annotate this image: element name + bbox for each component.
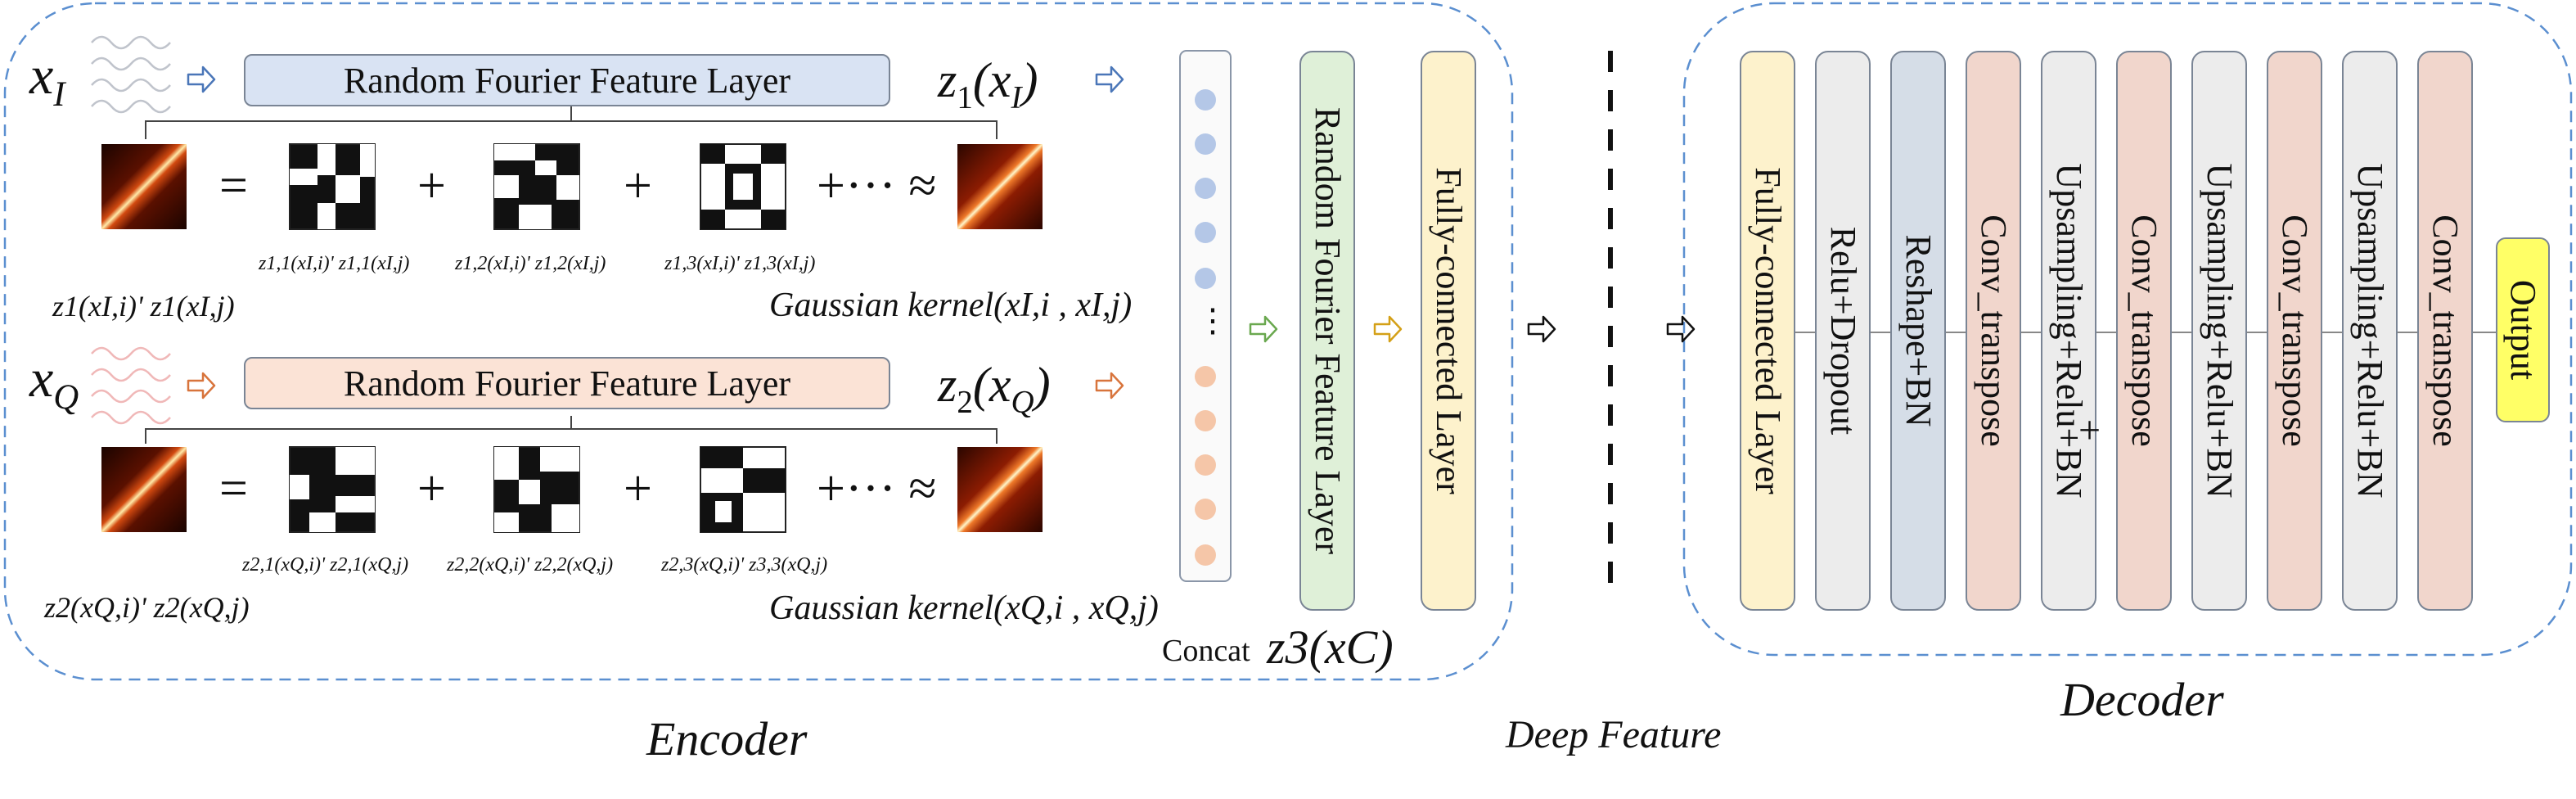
ellipsis-approx: +··· ≈ (817, 158, 937, 214)
concat-output: z3(xC) (1267, 621, 1394, 674)
arrow-icon (187, 372, 1124, 400)
term-caption: z2,3(xQ,i)' z3,3(xQ,j) (661, 554, 828, 576)
decoder-container (1682, 2, 2573, 657)
concat-dots-blue (1195, 89, 1216, 289)
kernel-left-top: z1(xI,i)' z1(xI,j) (52, 290, 235, 323)
binary-matrix (700, 446, 786, 533)
binary-matrix (289, 143, 376, 230)
wave-icon-top (91, 35, 171, 114)
rff-layer-top: Random Fourier Feature Layer (244, 54, 890, 106)
term-caption: z1,3(xI,i)' z1,3(xI,j) (664, 253, 816, 274)
decoder-layer-label: Reshape+BN (1898, 234, 1939, 427)
decoder-layer-label: Conv_transpose (2425, 214, 2466, 447)
arrow-icon (1249, 315, 1278, 343)
arrow-icon (1666, 315, 1696, 343)
equals-sign: = (219, 158, 248, 214)
plus-sign: + (624, 461, 652, 517)
binary-matrix (289, 446, 376, 533)
input-xi: xI (29, 46, 65, 114)
term-caption: z1,1(xI,i)' z1,1(xI,j) (259, 253, 410, 274)
decoder-title: Decoder (2060, 673, 2224, 726)
binary-matrix (493, 446, 580, 533)
decoder-layer-1: Fully-connected Layer (1740, 51, 1795, 611)
rff-layer-bottom-label: Random Fourier Feature Layer (343, 363, 791, 404)
output-z2: z2(xQ) (938, 358, 1051, 420)
decoder-layer-4: Conv_transpose (1966, 51, 2021, 611)
concat-dots: ⋮ (1196, 302, 1229, 339)
ellipsis-approx: +··· ≈ (817, 461, 937, 517)
arrow-icon (1373, 315, 1403, 343)
decoder-layer-label: Upsampling+Relu+BN (2350, 163, 2390, 499)
binary-matrix (493, 143, 580, 230)
arrow-icon (187, 65, 1124, 93)
deep-feature-label: Deep Feature (1506, 713, 1722, 756)
decoder-layer-label: Upsampling+Relu+BN (2200, 163, 2240, 499)
decoder-layer-9: Upsampling+Relu+BN (2342, 51, 2398, 611)
decoder-layer-label: Conv_transpose (2275, 214, 2315, 447)
rff-layer-top-label: Random Fourier Feature Layer (343, 60, 791, 101)
decoder-layer-2: Relu+Dropout (1815, 51, 1871, 611)
concat-label: Concat (1162, 634, 1250, 668)
kernel-left-bottom: z2(xQ,i)' z2(xQ,j) (44, 591, 250, 624)
plus-sign: + (417, 461, 446, 517)
decoder-layer-label: Conv_transpose (1974, 214, 2014, 447)
arrow-icon (1527, 315, 1556, 343)
term-caption: z2,2(xQ,i)' z2,2(xQ,j) (447, 554, 614, 576)
encoder-container (3, 2, 1514, 681)
plus-sign: + (624, 158, 652, 214)
encoder-title: Encoder (646, 712, 808, 765)
fc-layer-encoder: Fully-connected Layer (1421, 51, 1476, 611)
kernel-heatmap (101, 447, 187, 532)
decoder-layer-label: Relu+Dropout (1823, 226, 1863, 436)
decoder-layer-7: Upsampling+Relu+BN (2191, 51, 2247, 611)
decoder-layer-8: Conv_transpose (2267, 51, 2322, 611)
term-caption: z2,1(xQ,i)' z2,1(xQ,j) (242, 554, 409, 576)
kernel-heatmap (957, 447, 1043, 532)
kernel-right-bottom: Gaussian kernel(xQ,i , xQ,j) (769, 589, 1159, 627)
equals-sign: = (219, 461, 248, 517)
bracket-bottom (145, 416, 998, 444)
input-xq: xQ (29, 349, 79, 417)
kernel-right-top: Gaussian kernel(xI,i , xI,j) (769, 287, 1133, 324)
kernel-heatmap (957, 144, 1043, 229)
wave-icon-bottom (91, 346, 171, 425)
rff-layer-vertical: Random Fourier Feature Layer (1299, 51, 1355, 611)
decoder-layer-10: Conv_transpose (2417, 51, 2473, 611)
decoder-layer-3: Reshape+BN (1890, 51, 1946, 611)
stray-plus: + (2078, 409, 2101, 452)
decoder-layer-5: Upsampling+Relu+BN (2041, 51, 2096, 611)
decoder-layer-label: Fully-connected Layer (1748, 167, 1788, 494)
kernel-heatmap (101, 144, 187, 229)
rff-layer-bottom: Random Fourier Feature Layer (244, 357, 890, 409)
output-z1: z1(xI) (938, 53, 1038, 115)
concat-column (1179, 50, 1232, 582)
output-box: Output (2496, 237, 2550, 422)
decoder-layer-label: Conv_transpose (2124, 214, 2164, 447)
decoder-layer-6: Conv_transpose (2116, 51, 2172, 611)
term-caption: z1,2(xI,i)' z1,2(xI,j) (455, 253, 606, 274)
concat-dots-orange (1195, 366, 1216, 566)
binary-matrix (700, 143, 786, 230)
bracket-top (145, 106, 998, 139)
plus-sign: + (417, 158, 446, 214)
